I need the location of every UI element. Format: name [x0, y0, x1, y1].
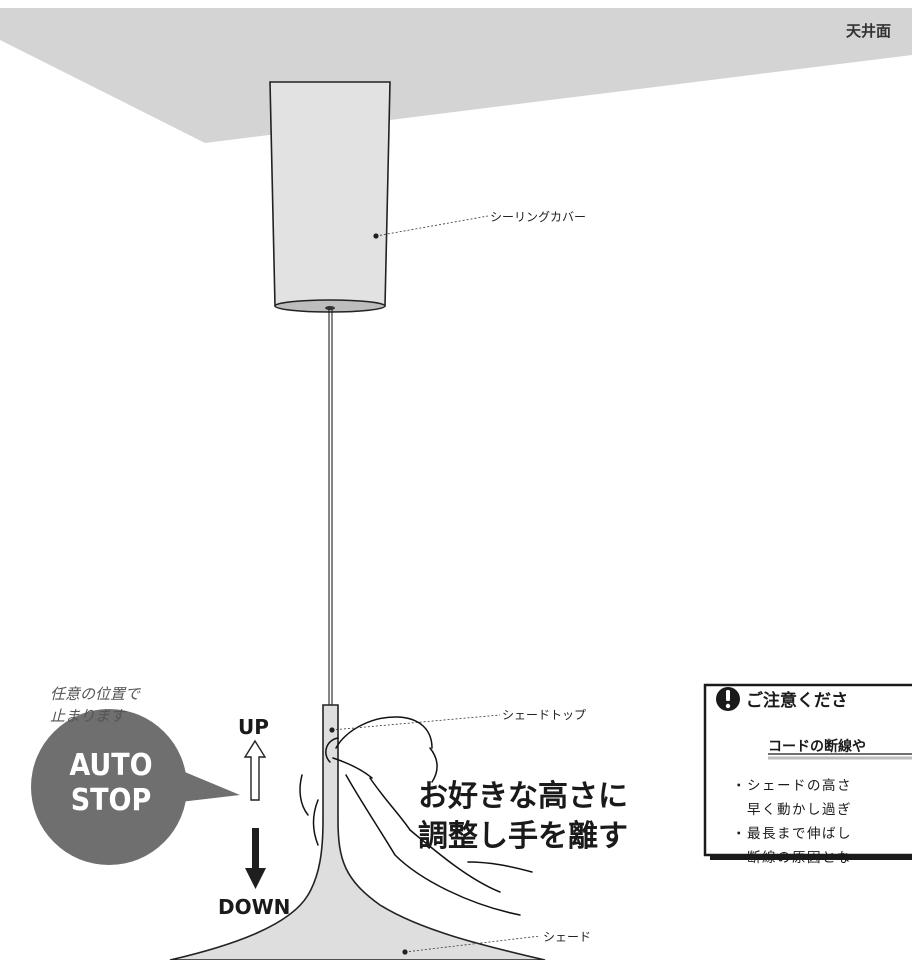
notice-body: ・シェードの高さ 早く動かし過ぎ ・最長まで伸ばし 断線の原因とな	[732, 778, 852, 866]
notice-box	[703, 683, 912, 860]
auto-stop-badge	[31, 709, 240, 865]
cord	[328, 309, 333, 706]
leader-lines	[331, 215, 541, 953]
down-arrow-icon	[245, 828, 266, 889]
ceiling-cover-label: シーリングカバー	[490, 210, 587, 224]
headline: お好きな高さに 調整し手を離す	[418, 779, 628, 854]
notice-subtitle: コードの断線や	[768, 739, 866, 755]
shade-top-label: シェードトップ	[502, 708, 587, 722]
shade-label: シェード	[543, 930, 592, 944]
notice-panel: ご注意くださ コードの断線や ・シェードの高さ 早く動かし過ぎ ・最長まで伸ばし…	[702, 682, 912, 866]
auto-stop-text: AUTO STOP	[69, 748, 153, 818]
ceiling-cover	[269, 81, 391, 313]
ceiling-plane	[0, 8, 912, 143]
notice-title: ご注意くださ	[746, 691, 848, 711]
ceiling-label: 天井面	[846, 22, 892, 40]
up-label: UP	[238, 715, 269, 739]
down-label: DOWN	[218, 895, 291, 919]
hand-illustration	[299, 716, 533, 916]
auto-stop-note: 任意の位置で 止まります	[50, 685, 141, 725]
leader-dots	[329, 233, 408, 955]
up-arrow-icon	[243, 739, 267, 801]
shade	[169, 704, 546, 960]
